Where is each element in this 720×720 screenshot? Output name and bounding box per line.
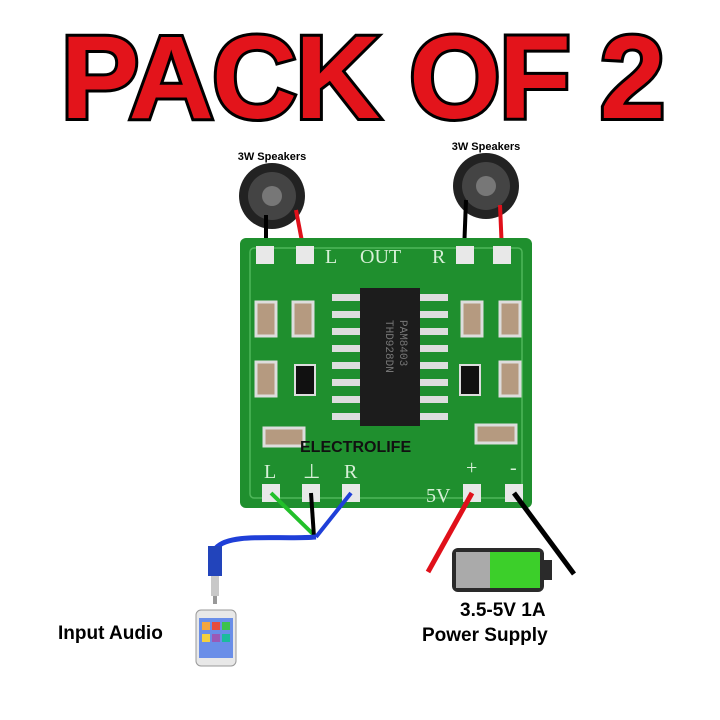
out-label: OUT xyxy=(360,246,401,268)
chip-marking-2: THD928DN xyxy=(382,320,394,373)
in-ground-label: ⊥ xyxy=(303,461,320,483)
audio-jack-plug xyxy=(208,546,222,604)
in-left-label: L xyxy=(264,461,276,483)
battery-icon xyxy=(452,548,552,592)
out-right-label: R xyxy=(432,246,446,268)
power-plus-label: + xyxy=(466,457,477,479)
chip-marking-1: PAM8403 xyxy=(396,320,408,366)
left-speaker: 3W Speakers xyxy=(238,151,306,229)
power-minus-label: - xyxy=(510,457,517,479)
title: PACK OF 2 xyxy=(61,12,664,144)
power-spec: 3.5-5V 1A xyxy=(460,600,546,621)
amplifier-chip: PAM8403 THD928DN xyxy=(332,288,448,426)
amplifier-board: L OUT R L ⊥ R 5V + - PAM8403 THD928DN xyxy=(240,238,532,508)
out-left-label: L xyxy=(325,246,337,268)
right-speaker-label: 3W Speakers xyxy=(452,141,520,153)
power-voltage-label: 5V xyxy=(426,485,451,507)
right-speaker: 3W Speakers xyxy=(452,141,520,219)
input-audio-label: Input Audio xyxy=(58,623,163,644)
power-supply-label: Power Supply xyxy=(422,625,548,646)
left-speaker-label: 3W Speakers xyxy=(238,151,306,163)
phone-icon xyxy=(195,609,237,667)
in-right-label: R xyxy=(344,461,358,483)
brand-label: ELECTROLIFE xyxy=(300,439,411,456)
